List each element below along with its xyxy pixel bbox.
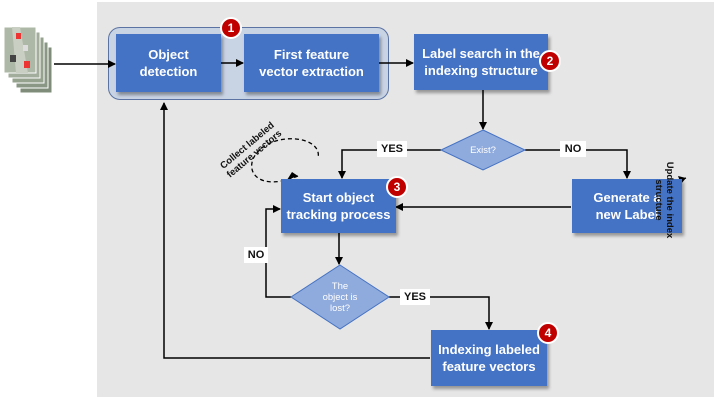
object-detection-box: Object detection xyxy=(116,34,221,92)
step-badge-2: 2 xyxy=(539,50,561,72)
collect-loop xyxy=(251,138,319,183)
label-search-box: Label search in the indexing structure xyxy=(414,34,548,90)
generate-label-box: Generate a new Label xyxy=(572,179,682,233)
collect-loop-arrowhead xyxy=(287,172,298,180)
arrow-exist-no xyxy=(525,149,631,179)
step-badge-3: 3 xyxy=(386,176,408,198)
start-tracking-box: Start object tracking process xyxy=(281,179,396,233)
update-loop-arrowhead xyxy=(678,176,686,184)
exist-diamond xyxy=(439,129,527,171)
exist-decision-label: Exist? xyxy=(470,144,496,156)
yes-exist-label: YES xyxy=(377,141,407,157)
lost-diamond xyxy=(290,264,390,330)
update-note: Update the index structure xyxy=(653,161,675,239)
lost-decision-label: The object is lost? xyxy=(322,280,358,314)
step-badge-1: 1 xyxy=(220,17,242,39)
arrow-exist-yes xyxy=(338,149,441,179)
yes-lost-label: YES xyxy=(400,289,430,305)
video-frames-icon xyxy=(4,27,53,94)
arrow-indexing-to-detection xyxy=(160,102,430,359)
no-lost-label: NO xyxy=(244,247,268,263)
indexing-vectors-box: Indexing labeled feature vectors xyxy=(431,330,547,386)
step-badge-4: 4 xyxy=(537,322,559,344)
no-exist-label: NO xyxy=(560,141,586,157)
first-feature-box: First feature vector extraction xyxy=(244,34,379,92)
